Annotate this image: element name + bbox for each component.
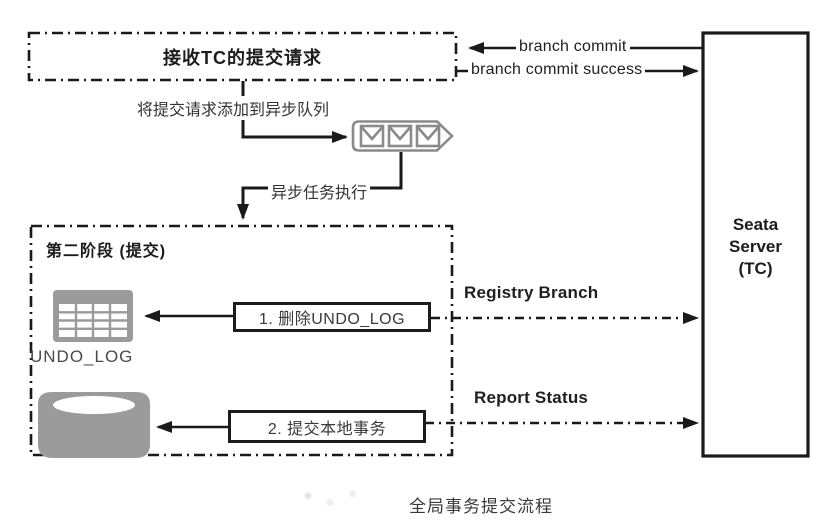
envelope-icon	[359, 124, 385, 148]
seata-server-label: Seata Server (TC)	[703, 214, 808, 280]
undo-log-table-icon	[53, 290, 133, 342]
registry-branch-label: Registry Branch	[464, 283, 599, 302]
step2-commit-local-tx-box: 2. 提交本地事务	[228, 410, 426, 443]
step1-label: 1. 删除UNDO_LOG	[258, 311, 406, 328]
add-to-queue-label: 将提交请求添加到异步队列	[134, 96, 333, 120]
step2-label: 2. 提交本地事务	[267, 420, 387, 438]
database-cylinder-icon	[38, 392, 150, 458]
phase2-title: 第二阶段 (提交)	[46, 243, 167, 260]
branch-commit-label: branch commit	[516, 38, 630, 56]
envelope-icon	[387, 124, 413, 148]
receive-commit-request-box	[27, 31, 458, 82]
envelope-icon	[415, 124, 441, 148]
report-status-label: Report Status	[474, 388, 589, 407]
watermark-smudge	[300, 487, 366, 509]
seata-server-line2: Server	[729, 237, 782, 256]
diagram-caption: 全局事务提交流程	[409, 497, 553, 516]
async-exec-label: 异步任务执行	[268, 179, 371, 203]
undo-log-table-label: UNDO_LOG	[30, 347, 134, 366]
seata-server-line3: (TC)	[738, 259, 773, 278]
async-queue-icon	[351, 120, 454, 152]
receive-commit-request-label: 接收TC的提交请求	[163, 48, 322, 68]
seata-server-box	[701, 31, 810, 458]
step1-delete-undo-log-box: 1. 删除UNDO_LOG	[233, 302, 431, 332]
seata-server-line1: Seata	[732, 215, 779, 234]
branch-commit-success-label: branch commit success	[468, 61, 646, 79]
